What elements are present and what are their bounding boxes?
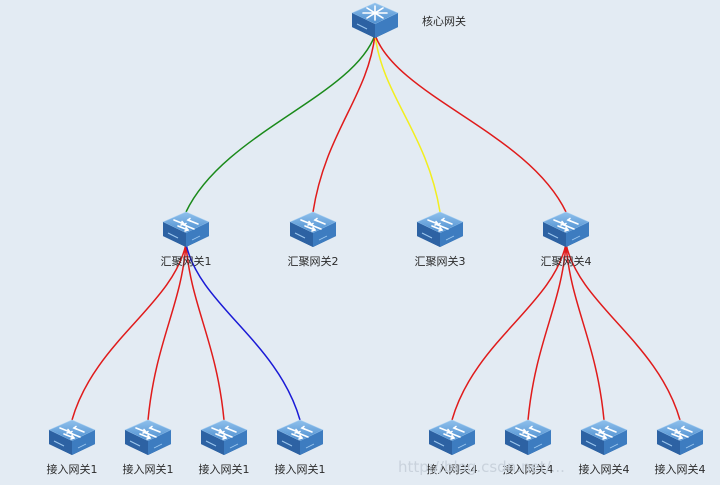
- node-label-acc4b: 接入网关4: [503, 462, 554, 476]
- link-core-agg1: [185, 34, 376, 213]
- link-core-agg3: [374, 34, 441, 213]
- link-core-agg2: [312, 34, 376, 213]
- node-acc4a[interactable]: 接入网关4: [427, 419, 478, 476]
- node-acc1a[interactable]: 接入网关1: [47, 419, 98, 476]
- node-acc1d[interactable]: 接入网关1: [275, 419, 326, 476]
- switch-icon: [200, 419, 248, 456]
- core-switch-icon: [351, 2, 399, 39]
- link-agg1-acc1a: [71, 243, 187, 421]
- switch-icon: [276, 419, 324, 456]
- node-label-agg1: 汇聚网关1: [161, 254, 212, 268]
- node-acc4d[interactable]: 接入网关4: [655, 419, 706, 476]
- node-core[interactable]: 核心网关: [351, 2, 466, 39]
- node-label-acc1d: 接入网关1: [275, 462, 326, 476]
- node-label-acc4a: 接入网关4: [427, 462, 478, 476]
- switch-icon: [580, 419, 628, 456]
- node-label-agg4: 汇聚网关4: [541, 254, 592, 268]
- node-agg4[interactable]: 汇聚网关4: [541, 211, 592, 268]
- link-agg1-acc1b: [147, 243, 187, 421]
- switch-icon: [656, 419, 704, 456]
- node-label-acc1b: 接入网关1: [123, 462, 174, 476]
- link-core-agg4: [374, 34, 567, 213]
- node-label-acc4c: 接入网关4: [579, 462, 630, 476]
- switch-icon: [428, 419, 476, 456]
- node-label-acc1a: 接入网关1: [47, 462, 98, 476]
- link-agg4-acc4b: [527, 243, 567, 421]
- node-acc4b[interactable]: 接入网关4: [503, 419, 554, 476]
- node-acc4c[interactable]: 接入网关4: [579, 419, 630, 476]
- link-agg4-acc4a: [451, 243, 567, 421]
- link-agg4-acc4d: [565, 243, 681, 421]
- node-label-agg2: 汇聚网关2: [288, 254, 339, 268]
- node-label-acc1c: 接入网关1: [199, 462, 250, 476]
- switch-icon: [48, 419, 96, 456]
- link-agg1-acc1c: [185, 243, 225, 421]
- switch-icon: [289, 211, 337, 248]
- switch-icon: [542, 211, 590, 248]
- node-label-agg3: 汇聚网关3: [415, 254, 466, 268]
- node-label-acc4d: 接入网关4: [655, 462, 706, 476]
- links-layer: [71, 34, 681, 421]
- node-agg1[interactable]: 汇聚网关1: [161, 211, 212, 268]
- switch-icon: [124, 419, 172, 456]
- switch-icon: [504, 419, 552, 456]
- node-label-core: 核心网关: [422, 14, 466, 28]
- node-acc1b[interactable]: 接入网关1: [123, 419, 174, 476]
- node-agg2[interactable]: 汇聚网关2: [288, 211, 339, 268]
- node-acc1c[interactable]: 接入网关1: [199, 419, 250, 476]
- node-agg3[interactable]: 汇聚网关3: [415, 211, 466, 268]
- watermark-text: http://blog.csdn.net/...: [398, 458, 565, 476]
- link-agg4-acc4c: [565, 243, 605, 421]
- switch-icon: [416, 211, 464, 248]
- switch-icon: [162, 211, 210, 248]
- link-agg1-acc1d: [185, 243, 301, 421]
